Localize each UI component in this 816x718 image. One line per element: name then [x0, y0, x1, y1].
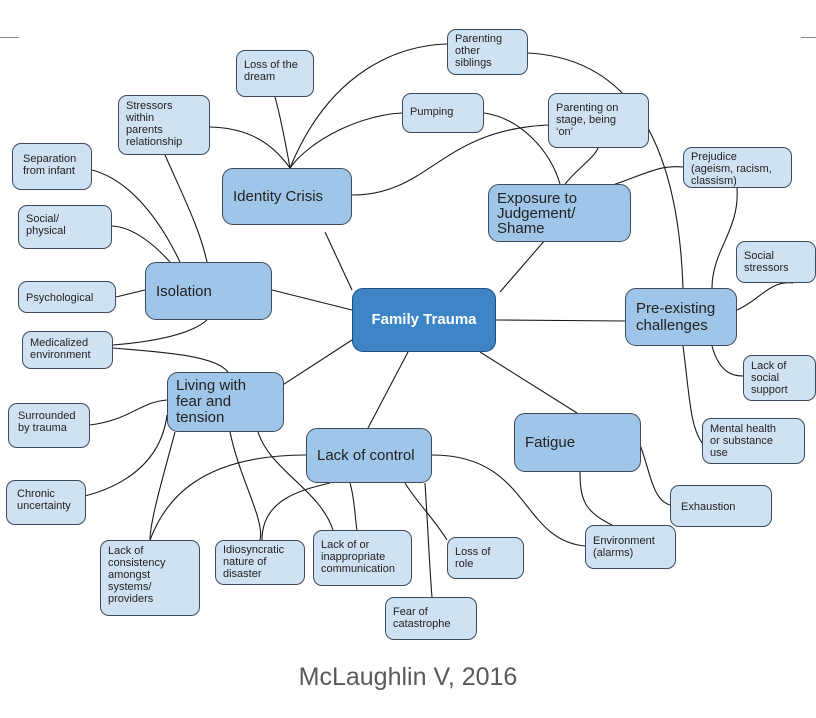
- link-isolation-psychological: [115, 289, 146, 298]
- link-preexisting-socialstressors: [736, 282, 794, 311]
- link-identity-pumping: [289, 112, 403, 169]
- node-fear-of-catastrophe: Fear of catastrophe: [385, 597, 477, 640]
- node-mental-health: Mental health or substance use: [702, 418, 805, 464]
- link-exposure-prejudice: [609, 166, 684, 187]
- node-loss-of-dream: Loss of the dream: [236, 50, 314, 97]
- node-prejudice: Prejudice (ageism, racism, classism): [683, 147, 792, 188]
- link-identity-stressors: [209, 126, 291, 169]
- link-control-catastrophe: [424, 482, 433, 598]
- node-exposure-shame: Exposure to Judgement/ Shame: [488, 184, 631, 242]
- node-loss-of-role: Loss of role: [447, 537, 524, 579]
- node-parenting-other-siblings: Parenting other siblings: [447, 29, 528, 75]
- node-family-trauma: Family Trauma: [352, 288, 496, 352]
- link-fear-consistency: [149, 431, 176, 541]
- link-center-isolation: [271, 289, 353, 311]
- link-fear-surrounded: [89, 399, 168, 426]
- attribution-credit: McLaughlin V, 2016: [298, 663, 518, 691]
- node-separation-from-infant: Separation from infant: [12, 143, 92, 190]
- link-identity-stage: [351, 124, 549, 196]
- node-psychological: Psychological: [18, 281, 116, 313]
- link-control-environment: [431, 454, 586, 547]
- link-center-control: [367, 351, 409, 429]
- node-environment-alarms: Environment (alarms): [585, 525, 676, 569]
- link-fatigue-environment: [579, 471, 613, 526]
- link-exposure-pumping: [483, 112, 561, 185]
- link-isolation-social: [111, 225, 171, 263]
- link-control-idiosyncratic: [261, 482, 331, 541]
- node-chronic-uncertainty: Chronic uncertainty: [6, 480, 86, 525]
- node-stressors-relationship: Stressors within parents relationship: [118, 95, 210, 155]
- link-preexisting-support: [711, 345, 744, 377]
- link-isolation-separation: [91, 169, 181, 263]
- node-parenting-on-stage: Parenting on stage, being ‘on’: [548, 93, 649, 148]
- link-preexisting-prejudice: [711, 187, 738, 289]
- link-center-fatigue: [479, 351, 578, 414]
- slide-rule-right: [801, 37, 816, 38]
- link-identity-siblings: [289, 43, 448, 169]
- node-lack-of-communication: Lack of or inappropriate communication: [313, 530, 412, 586]
- link-center-preexisting: [495, 319, 626, 322]
- link-control-consistency: [149, 454, 307, 541]
- link-isolation-medicalized: [112, 319, 208, 346]
- node-surrounded-by-trauma: Surrounded by trauma: [8, 403, 90, 448]
- link-control-communication: [349, 482, 358, 531]
- link-fear-idiosyncratic: [229, 431, 262, 541]
- node-social-physical: Social/ physical: [18, 205, 112, 249]
- node-lack-of-control: Lack of control: [306, 428, 432, 483]
- node-isolation: Isolation: [145, 262, 272, 320]
- link-center-identity: [324, 231, 353, 291]
- node-living-fear-tension: Living with fear and tension: [167, 372, 284, 432]
- link-center-exposure: [499, 239, 546, 293]
- link-exposure-stage: [564, 147, 599, 185]
- node-identity-crisis: Identity Crisis: [222, 168, 352, 225]
- slide-rule-left: [0, 37, 19, 38]
- node-lack-of-social-support: Lack of social support: [743, 355, 816, 401]
- node-idiosyncratic-disaster: Idiosyncratic nature of disaster: [215, 540, 305, 585]
- link-identity-lossdream: [274, 96, 291, 169]
- link-preexisting-mental: [682, 345, 703, 444]
- node-pumping: Pumping: [402, 93, 484, 133]
- node-fatigue: Fatigue: [514, 413, 641, 472]
- link-fatigue-exhaustion: [639, 444, 671, 506]
- node-preexisting-challenges: Pre-existing challenges: [625, 288, 737, 346]
- link-fear-medicalized: [112, 347, 229, 373]
- link-fear-communication: [257, 431, 334, 531]
- link-preexisting-siblings: [527, 52, 684, 289]
- node-exhaustion: Exhaustion: [670, 485, 772, 527]
- node-social-stressors: Social stressors: [736, 241, 816, 283]
- node-lack-of-consistency: Lack of consistency amongst systems/ pro…: [100, 540, 200, 616]
- link-center-fear: [277, 339, 353, 389]
- link-isolation-stressors: [164, 154, 208, 263]
- node-medicalized-environment: Medicalized environment: [22, 331, 113, 369]
- link-control-lossrole: [404, 482, 448, 541]
